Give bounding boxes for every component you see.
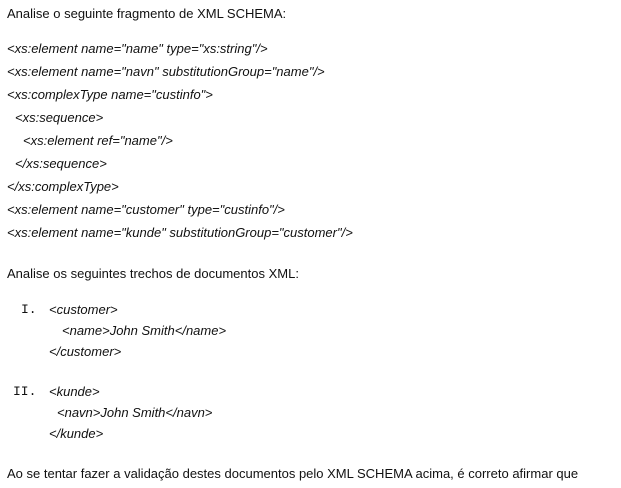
schema-line: <xs:complexType name="custinfo"> — [7, 87, 213, 102]
schema-line: <xs:element name="navn" substitutionGrou… — [7, 64, 325, 79]
documents-intro-text: Analise os seguintes trechos de document… — [7, 266, 299, 281]
schema-line: </xs:sequence> — [15, 156, 107, 171]
intro-text: Analise o seguinte fragmento de XML SCHE… — [7, 6, 287, 21]
question-text: Ao se tentar fazer a validação destes do… — [7, 466, 579, 481]
item-marker: II. — [13, 384, 37, 399]
xml-line: <customer> — [49, 302, 118, 317]
schema-line: <xs:element name="customer" type="custin… — [7, 202, 285, 217]
schema-line: <xs:element ref="name"/> — [23, 133, 173, 148]
schema-line: <xs:element name="name" type="xs:string"… — [7, 41, 268, 56]
xml-line: <name>John Smith</name> — [62, 323, 227, 338]
schema-line: <xs:sequence> — [15, 110, 104, 125]
xml-line: <navn>John Smith</navn> — [57, 405, 213, 420]
item-marker: I. — [21, 302, 37, 317]
schema-line: </xs:complexType> — [7, 179, 119, 194]
xml-line: </kunde> — [49, 426, 104, 441]
xml-line: <kunde> — [49, 384, 100, 399]
schema-line: <xs:element name="kunde" substitutionGro… — [7, 225, 353, 240]
xml-line: </customer> — [49, 344, 122, 359]
